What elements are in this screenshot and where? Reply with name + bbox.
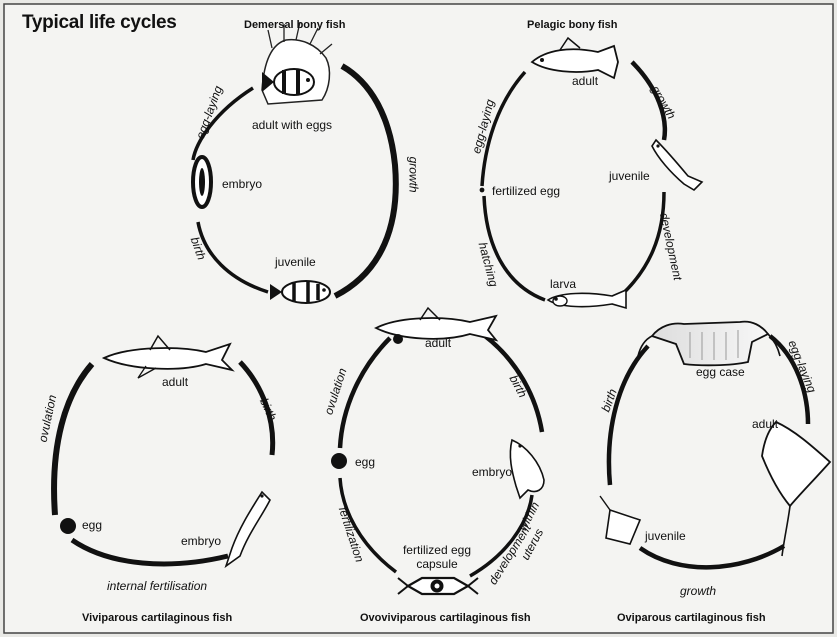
demersal-juvenile-label: juvenile [275,256,316,269]
pelagic-adult-label: adult [572,75,598,88]
ovoviviparous-egg-icon [331,453,347,469]
ovoviviparous-embryo-label: embryo [472,466,512,479]
ovoviviparous-capsule-label-line1: fertilized egg [395,544,479,557]
ovoviviparous-egg-label: egg [355,456,375,469]
oviparous-growth-label: growth [680,585,716,598]
oviparous-adult-label: adult [752,418,778,431]
viviparous-name: Viviparous cartilaginous fish [82,612,232,624]
oviparous-name: Oviparous cartilaginous fish [617,612,766,624]
diagram-title: Typical life cycles [22,13,176,34]
pelagic-larva-label: larva [550,278,576,291]
viviparous-adult-label: adult [162,376,188,389]
demersal-embryo-label: embryo [222,178,262,191]
oviparous-egg-case-label: egg case [696,366,745,379]
viviparous-egg-icon [60,518,76,534]
oviparous-juvenile-label: juvenile [645,530,686,543]
demersal-name: Demersal bony fish [244,19,345,31]
pelagic-juvenile-label: juvenile [609,170,650,183]
pelagic-name: Pelagic bony fish [527,19,617,31]
demersal-growth-label: growth [406,157,419,193]
ovoviviparous-name: Ovoviviparous cartilaginous fish [360,612,531,624]
viviparous-egg-label: egg [82,519,102,532]
demersal-adult-label: adult with eggs [252,119,332,132]
pelagic-fertilized-egg-icon [480,188,485,193]
viviparous-embryo-label: embryo [181,535,221,548]
viviparous-fertilisation-label: internal fertilisation [107,580,207,593]
demersal-embryo-core-icon [199,168,205,196]
ovoviviparous-adult-label: adult [425,337,451,350]
pelagic-fertilized-egg-label: fertilized egg [492,185,560,198]
ovoviviparous-capsule-label-line2: capsule [395,558,479,571]
